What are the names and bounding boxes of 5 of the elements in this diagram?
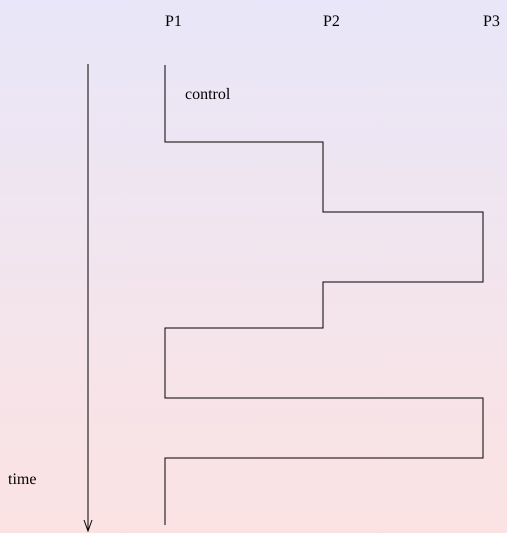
axis-label: time [8, 472, 36, 488]
column-label: P1 [165, 14, 182, 30]
column-label: P2 [323, 14, 340, 30]
flow-label: control [185, 87, 230, 103]
column-label: P3 [483, 14, 500, 30]
